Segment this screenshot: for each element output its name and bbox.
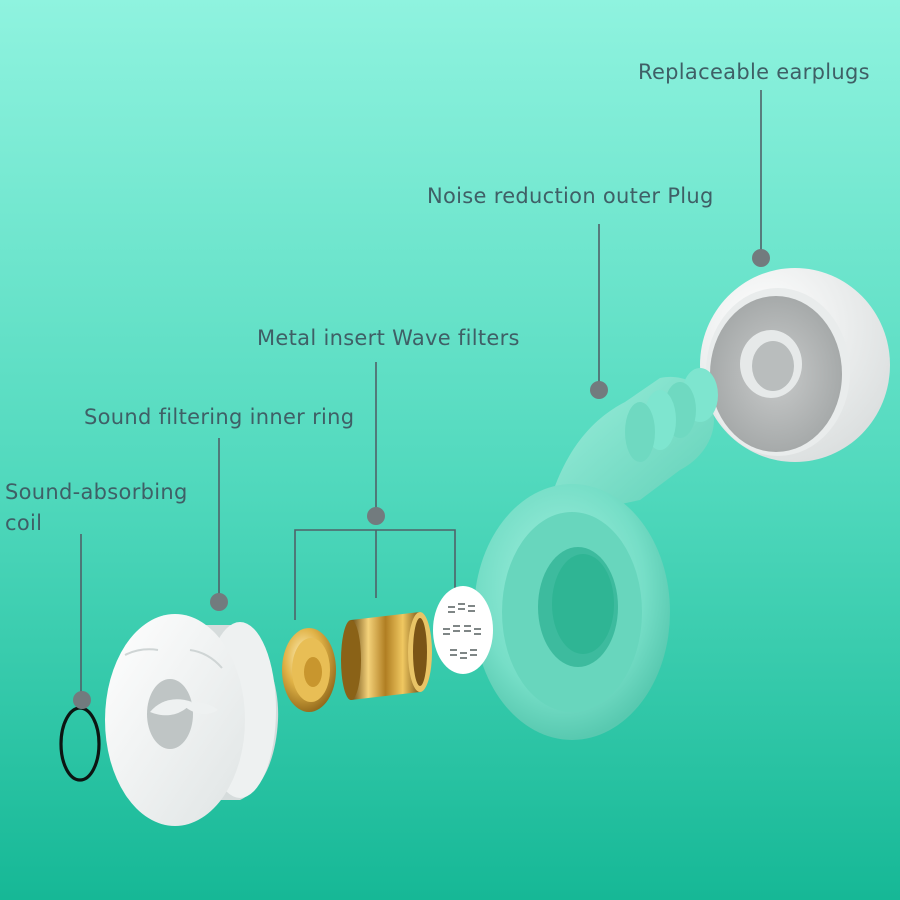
label-sound-filtering-inner-ring: Sound filtering inner ring [84, 405, 355, 429]
gold-filter-ring [341, 612, 432, 700]
metal-insert-wave-filters [282, 586, 493, 712]
white-mesh-filter [433, 586, 493, 674]
callout-lines [80, 90, 762, 700]
label-noise-reduction-outer-plug: Noise reduction outer Plug [427, 184, 714, 208]
replaceable-earplug-cap [700, 268, 890, 462]
label-sound-absorbing-coil-line1: Sound-absorbing [5, 480, 188, 504]
label-sound-absorbing-coil-line2: coil [5, 511, 43, 535]
noise-reduction-outer-plug [474, 368, 718, 740]
label-metal-insert-wave-filters: Metal insert Wave filters [257, 326, 520, 350]
callout-dots [73, 249, 770, 709]
label-replaceable-earplugs: Replaceable earplugs [638, 60, 870, 84]
sound-filtering-inner-ring [105, 614, 279, 826]
